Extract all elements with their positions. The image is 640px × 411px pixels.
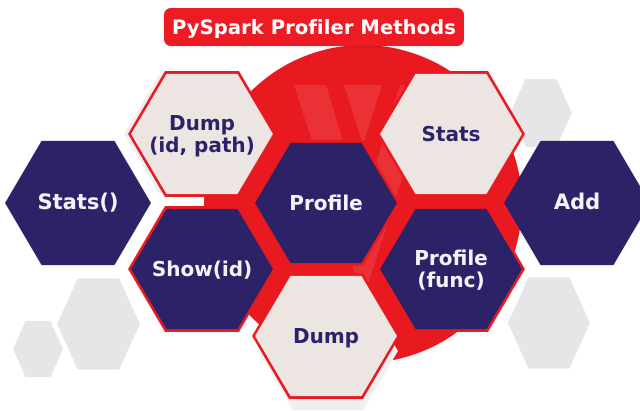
title-banner: PySpark Profiler Methods (164, 8, 464, 46)
hexagon-add[interactable]: Add (504, 140, 640, 266)
hexagon-label-profile: Profile (289, 190, 363, 215)
hexagon-stats-fn[interactable]: Stats() (5, 140, 151, 266)
hexagon-label-dump-id-path: Dump (id, path) (149, 110, 255, 157)
hexagon-label-show-id: Show(id) (151, 256, 253, 281)
hexagon-label-profile-func: Profile (func) (414, 245, 488, 292)
deco-hexagon-bottom-left-small (13, 320, 63, 378)
hexagon-label-add: Add (553, 190, 601, 215)
page-title: PySpark Profiler Methods (172, 15, 456, 39)
deco-hexagon-bottom-right (508, 277, 590, 369)
deco-hexagon-bottom-left (57, 278, 140, 370)
hexagon-label-dump: Dump (293, 323, 359, 348)
hexagon-label-stats: Stats (421, 121, 481, 146)
hexagon-label-stats-fn: Stats() (37, 190, 119, 215)
